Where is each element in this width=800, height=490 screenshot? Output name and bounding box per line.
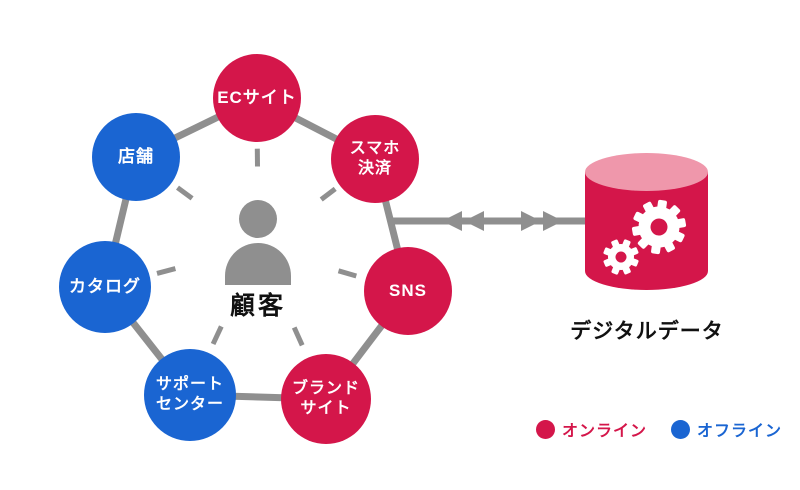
legend-label-online: オンライン: [562, 423, 648, 440]
node-support-center: サポート センター: [144, 349, 236, 441]
offline-dot-icon: [671, 419, 691, 439]
gear-icon-large: [631, 199, 687, 255]
node-store: 店舗: [92, 113, 180, 201]
arrow-right-icon: [521, 211, 541, 231]
node-ec-site: ECサイト: [213, 54, 301, 142]
node-catalog: カタログ: [59, 241, 151, 333]
node-smartphone-payment: スマホ 決済: [331, 115, 419, 203]
legend-label-offline: オフライン: [697, 423, 783, 440]
legend-item-offline: オフライン: [671, 417, 782, 441]
node-label: SNS: [389, 281, 427, 301]
person-icon: [225, 200, 291, 285]
data-flow-connector: [390, 211, 600, 231]
legend: オンライン オフライン: [536, 417, 782, 441]
database-icon: [585, 153, 708, 290]
customer-label: 顧客: [229, 292, 286, 320]
online-dot-icon: [536, 419, 555, 439]
center-spokes: [156, 148, 358, 347]
arrow-left-icon: [464, 211, 484, 231]
node-label: スマホ 決済: [349, 140, 401, 177]
node-label: 店舗: [118, 147, 154, 167]
node-label: ECサイト: [217, 88, 297, 108]
node-sns: SNS: [364, 247, 452, 335]
arrow-left-icon: [442, 211, 462, 231]
node-label: サポート センター: [155, 376, 224, 413]
digital-data-label: デジタルデータ: [570, 320, 724, 343]
legend-item-online: オンライン: [536, 417, 647, 441]
node-brand-site: ブランド サイト: [281, 354, 371, 444]
arrow-right-icon: [543, 211, 563, 231]
node-label: ブランド サイト: [291, 380, 360, 417]
gear-icon-small: [603, 239, 639, 275]
node-label: カタログ: [69, 277, 141, 297]
